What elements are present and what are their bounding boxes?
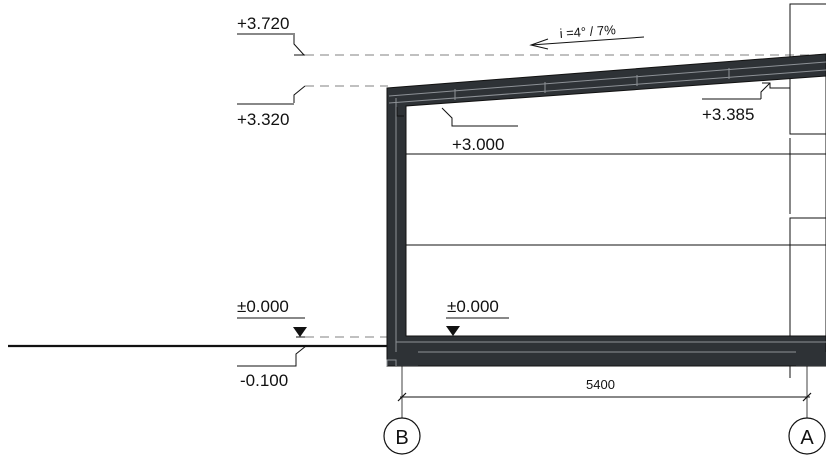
structure-shell <box>386 53 826 367</box>
building-section <box>386 53 826 367</box>
level-arrow-icon <box>293 85 306 103</box>
level-mark-ground: ±0.000 <box>237 297 307 338</box>
level-arrow-icon <box>441 107 518 127</box>
dimension-tick-icon <box>397 392 407 402</box>
roof-bracket-left <box>396 107 404 117</box>
level-label-ceiling-right: +3.385 <box>702 105 754 124</box>
floor-notch-left <box>396 352 418 366</box>
dimension-tick-icon <box>802 392 812 402</box>
floor-foot-left <box>386 359 397 366</box>
level-mark-top: +3.720 <box>237 14 305 56</box>
level-mark-ceiling-right: +3.385 <box>702 82 771 124</box>
dimension-label: 5400 <box>586 377 615 392</box>
slope-label: i =4° / 7% <box>559 22 616 41</box>
level-mark-floor: ±0.000 <box>446 297 509 336</box>
level-mark-ceiling: +3.000 <box>441 107 518 154</box>
axis-marker-b: B <box>383 417 421 455</box>
right-outline-lower <box>789 217 826 378</box>
level-label-ceiling: +3.000 <box>452 135 504 154</box>
slope-arrow-line <box>530 36 645 46</box>
level-triangle-icon <box>293 327 307 337</box>
level-triangle-icon <box>446 326 460 336</box>
dimension-5400: 5400 <box>397 366 812 420</box>
roof-band-2 <box>388 69 826 104</box>
level-label-floor: ±0.000 <box>447 297 499 316</box>
level-mark-eave: +3.320 <box>237 85 306 129</box>
floor-notch-right <box>796 352 826 366</box>
level-arrow-icon <box>237 345 307 367</box>
slope-arrowhead-icon <box>529 38 549 50</box>
level-label-eave: +3.320 <box>237 110 289 129</box>
level-arrow-icon <box>760 82 771 99</box>
level-label-ground: ±0.000 <box>237 297 289 316</box>
axis-marker-a: A <box>788 417 826 455</box>
level-mark-terrain: -0.100 <box>237 345 307 390</box>
roof-band-1 <box>388 61 826 97</box>
level-label-top: +3.720 <box>237 14 289 33</box>
level-label-terrain: -0.100 <box>240 371 288 390</box>
axis-label-a: A <box>800 427 814 449</box>
axis-label-b: B <box>395 427 408 449</box>
slope-indicator: i =4° / 7% <box>529 22 645 50</box>
roof-bracket-right <box>762 82 791 104</box>
level-arrow-icon <box>293 35 305 56</box>
